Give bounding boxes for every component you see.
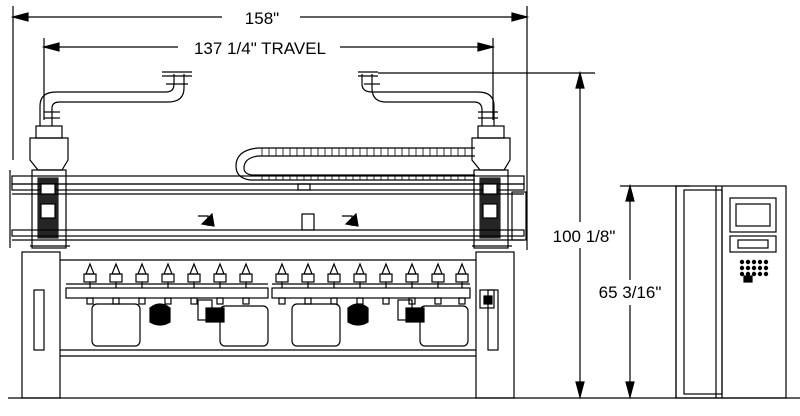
control-keypad xyxy=(729,235,777,253)
travel-dimension: 137 1/4" TRAVEL xyxy=(41,38,496,120)
overall-width-dimension: 158" xyxy=(10,6,530,250)
control-button xyxy=(745,265,751,271)
right-spindle-head xyxy=(471,125,527,249)
overall-height-label: 100 1/8" xyxy=(553,227,616,246)
control-button xyxy=(745,259,751,265)
vacuum-pods xyxy=(91,299,469,347)
tool-holder xyxy=(431,262,445,305)
control-cabinet xyxy=(675,185,787,399)
tool-holder xyxy=(135,262,149,305)
control-button xyxy=(751,259,757,265)
tool-holder xyxy=(83,262,97,305)
travel-label: 137 1/4" TRAVEL xyxy=(194,39,326,58)
left-spindle-head xyxy=(9,125,70,249)
tool-holder xyxy=(327,262,341,305)
control-buttons xyxy=(739,259,769,277)
tool-holder xyxy=(213,262,227,305)
control-button xyxy=(763,265,769,271)
tool-holder xyxy=(455,262,469,305)
overall-width-label: 158" xyxy=(245,9,279,28)
control-button xyxy=(739,271,745,277)
tool-holder xyxy=(239,262,253,305)
cable-carrier xyxy=(235,147,475,181)
control-button xyxy=(751,271,757,277)
control-button xyxy=(739,259,745,265)
control-button xyxy=(745,271,751,277)
right-dust-hose xyxy=(358,71,498,126)
tool-holder xyxy=(379,262,393,305)
control-button xyxy=(757,259,763,265)
left-dust-hose xyxy=(39,71,192,126)
tool-holder xyxy=(161,262,175,305)
control-button xyxy=(757,265,763,271)
clamp-rails xyxy=(65,283,471,299)
control-button xyxy=(751,265,757,271)
table-height-label: 65 3/16" xyxy=(599,283,662,302)
tool-holder xyxy=(187,262,201,305)
overall-height-dimension: 100 1/8" xyxy=(378,70,616,400)
control-button xyxy=(763,259,769,265)
control-button xyxy=(757,271,763,277)
control-screen xyxy=(729,197,777,233)
tool-holder xyxy=(275,262,289,305)
control-button xyxy=(739,265,745,271)
tool-holder xyxy=(109,262,123,305)
control-button xyxy=(763,271,769,277)
table-height-dimension: 65 3/16" xyxy=(599,183,690,400)
gantry-beam xyxy=(11,175,525,241)
tool-holders xyxy=(83,262,469,305)
machine-base xyxy=(21,251,515,399)
